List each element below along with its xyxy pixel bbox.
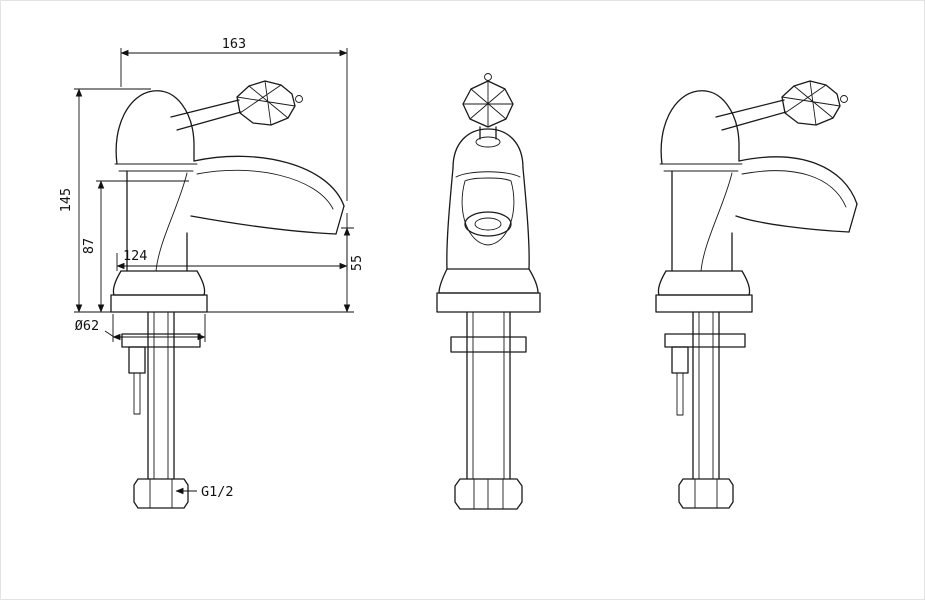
ext-line	[112, 314, 206, 342]
dim-spout-height-label: 87	[81, 238, 97, 254]
aerator	[474, 217, 502, 231]
handle-stem	[170, 99, 242, 131]
ext-line	[207, 227, 354, 313]
spout-outer	[193, 155, 345, 207]
dim-spout-reach-label: 124	[123, 248, 147, 264]
body-sides	[446, 167, 530, 270]
ext-line	[74, 88, 151, 313]
dimension-annotations: 163 145 87 124 55 Ø62 G1/2	[58, 36, 365, 500]
body-inner-curve	[700, 172, 733, 272]
view-front	[436, 73, 541, 510]
handle-stem	[479, 126, 497, 140]
ext-line	[116, 213, 348, 271]
supply-pipes	[466, 311, 511, 480]
spout-tip-face	[335, 205, 345, 235]
dome-rib	[659, 163, 743, 172]
body-cap	[452, 128, 524, 169]
ext-line	[120, 48, 348, 201]
handle-stem	[715, 99, 787, 131]
dim-base-diameter-label: Ø62	[75, 318, 99, 334]
body-rib-arc	[455, 171, 521, 178]
view-side-left	[110, 80, 345, 509]
under-counter-front	[450, 311, 527, 510]
base-plate	[110, 294, 208, 313]
base	[110, 270, 208, 313]
body-dome	[660, 90, 740, 165]
shank-inner-lines	[698, 311, 714, 480]
nut-facets	[149, 478, 173, 509]
dim-overall-height-label: 145	[58, 188, 74, 212]
view-side-right	[655, 80, 858, 509]
mounting-nut	[133, 478, 189, 509]
base	[655, 270, 753, 313]
leader-line	[104, 330, 115, 338]
nut-facets	[473, 478, 504, 510]
threaded-shank	[692, 311, 720, 480]
popup-rod	[133, 372, 141, 415]
base-skirt	[438, 268, 539, 294]
spout-inner	[735, 215, 850, 233]
clamp-bracket	[671, 346, 689, 374]
clamp-bracket	[128, 346, 146, 374]
stem-collar	[475, 136, 501, 148]
spout	[190, 155, 345, 235]
mounting-nut	[678, 478, 734, 509]
spout-shroud	[461, 177, 515, 246]
body-front	[446, 128, 530, 270]
knob-finial	[295, 95, 303, 103]
dim-overall-length-label: 163	[222, 36, 246, 52]
spout-wall	[196, 169, 334, 210]
lever-handle	[715, 80, 848, 131]
knob-finial	[484, 73, 492, 81]
spout-inner	[190, 215, 337, 235]
body-dome	[115, 90, 195, 165]
base-plate	[436, 292, 541, 313]
under-counter-hardware	[664, 311, 746, 509]
under-counter-hardware	[121, 311, 201, 509]
pipe-inner-lines	[472, 311, 505, 480]
body-inner-curve	[155, 172, 188, 272]
crystal-handle-front	[462, 73, 514, 148]
spout-outer	[738, 156, 858, 205]
dome-rib	[114, 163, 198, 172]
mounting-nut	[454, 478, 523, 510]
mounting-plate	[664, 333, 746, 348]
popup-rod	[676, 372, 684, 416]
mounting-plate	[121, 333, 201, 348]
base-plate	[655, 294, 753, 313]
knob-facet-lines	[236, 80, 296, 126]
base-skirt	[112, 270, 206, 296]
knob-finial	[840, 95, 848, 103]
spout	[735, 156, 858, 233]
spout-aperture	[464, 211, 512, 237]
base-skirt	[657, 270, 751, 296]
base-front	[436, 268, 541, 313]
knob-facet-lines	[781, 80, 841, 126]
spout-wall	[741, 170, 847, 208]
mounting-tabs	[450, 336, 527, 353]
spout-tip-face	[848, 203, 858, 233]
dim-spout-clearance-label: 55	[349, 255, 365, 271]
dim-thread-size-label: G1/2	[201, 484, 234, 500]
lever-handle	[170, 80, 303, 131]
nut-facets	[694, 478, 718, 509]
knob-facet-lines	[462, 80, 514, 128]
